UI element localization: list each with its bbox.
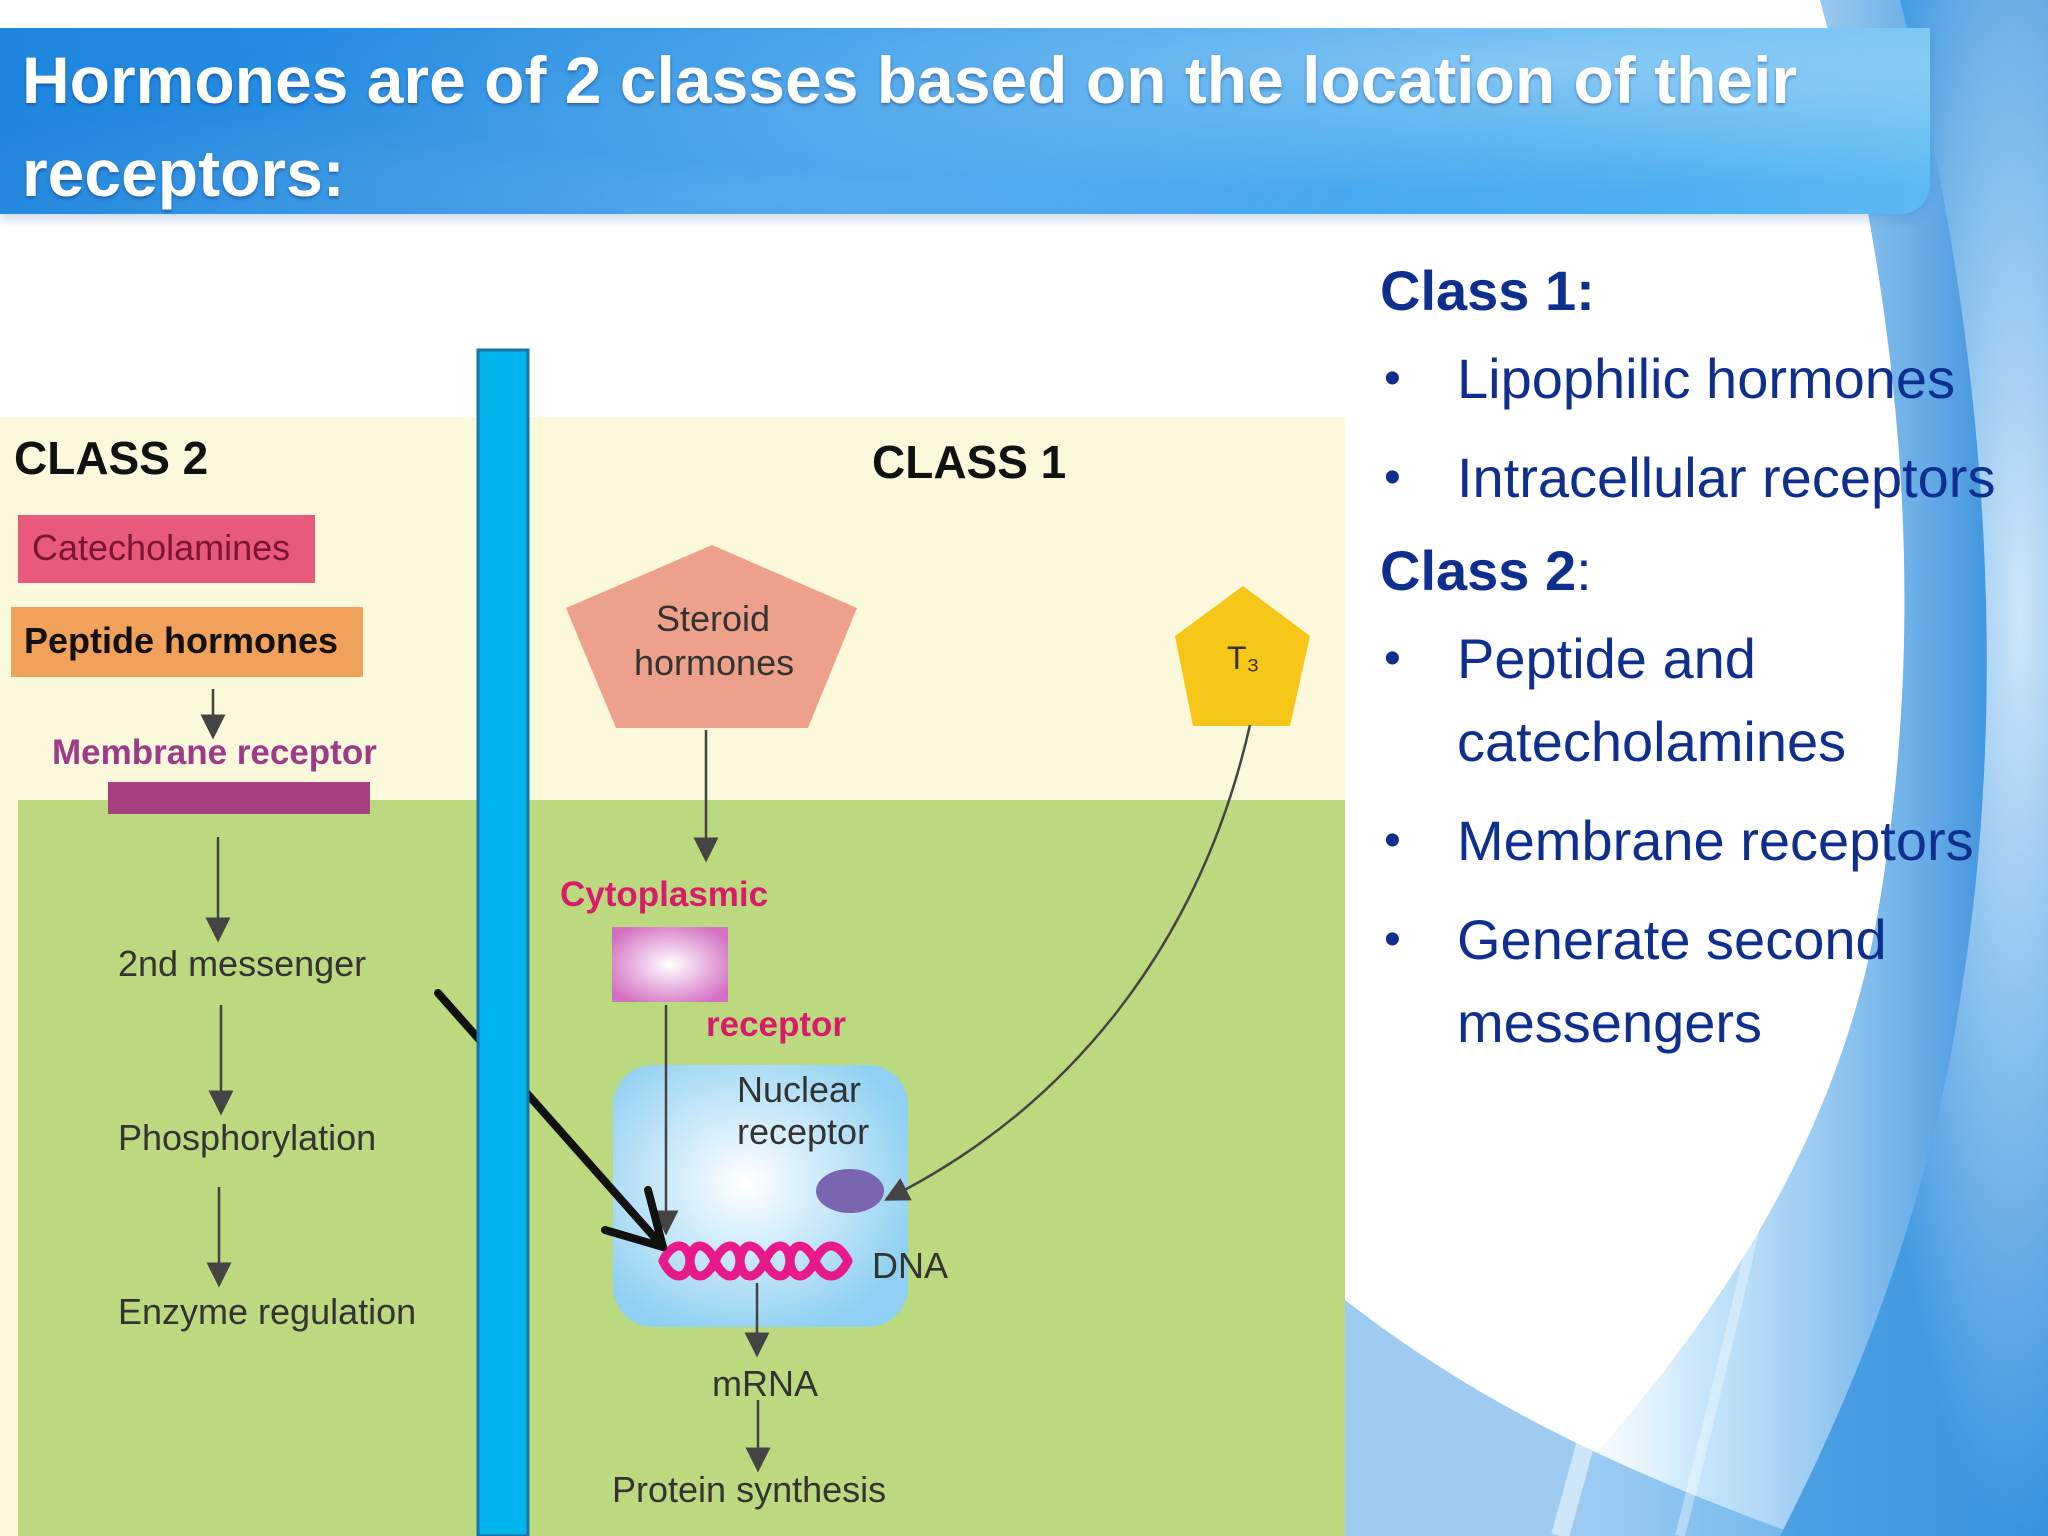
bullet: • xyxy=(1384,913,1401,966)
class2-heading: CLASS 2 xyxy=(14,432,209,484)
bullet: • xyxy=(1384,451,1401,504)
list-item: •Membrane receptors xyxy=(1380,799,2030,882)
membrane-receptor-label: Membrane receptor xyxy=(52,733,377,772)
cytoplasmic-label: Cytoplasmic xyxy=(560,875,769,914)
receptor-label: receptor xyxy=(706,1005,847,1044)
mrna-label: mRNA xyxy=(712,1363,818,1404)
list-item: •Lipophilic hormones xyxy=(1380,337,2030,420)
enzyme-regulation-label: Enzyme regulation xyxy=(118,1291,417,1332)
nuclear-label-line2: receptor xyxy=(737,1111,870,1152)
class-summary-panel: Class 1: •Lipophilic hormones •Intracell… xyxy=(1380,255,2030,1080)
title-banner xyxy=(0,28,1930,214)
steroid-hormones-pentagon xyxy=(566,545,857,728)
list-item: •Peptide and catecholamines xyxy=(1380,617,2030,783)
phosphorylation-label: Phosphorylation xyxy=(118,1117,377,1158)
membrane-receptor-bar xyxy=(108,782,370,814)
dna-label: DNA xyxy=(872,1245,949,1286)
class2-list: •Peptide and catecholamines •Membrane re… xyxy=(1380,617,2030,1064)
bullet: • xyxy=(1384,352,1401,405)
nuclear-receptor-oval xyxy=(816,1169,884,1213)
second-messenger-label: 2nd messenger xyxy=(118,943,367,984)
protein-synthesis-label: Protein synthesis xyxy=(612,1469,887,1510)
catecholamines-box xyxy=(18,515,315,583)
dna-helix xyxy=(658,1241,853,1281)
class2-title: Class 2: xyxy=(1380,539,1592,602)
list-item: •Intracellular receptors xyxy=(1380,436,2030,519)
arrow-t3-to-nuclear-receptor xyxy=(883,724,1252,1201)
peptide-hormones-box xyxy=(11,607,363,677)
class1-heading: CLASS 1 xyxy=(872,436,1067,488)
catecholamines-label: Catecholamines xyxy=(32,527,291,568)
highlight-arrow xyxy=(434,989,667,1251)
class1-list: •Lipophilic hormones •Intracellular rece… xyxy=(1380,337,2030,519)
peptide-hormones-label: Peptide hormones xyxy=(24,620,339,661)
nuclear-label-line1: Nuclear xyxy=(737,1069,862,1110)
t3-label: T₃ xyxy=(1227,640,1260,676)
bullet: • xyxy=(1384,632,1401,685)
page-title: Hormones are of 2 classes based on the l… xyxy=(22,43,1798,210)
steroid-label-line2: hormones xyxy=(634,642,795,683)
hormone-class-diagram: CLASS 2 CLASS 1 Catecholamines Peptide h… xyxy=(0,345,1345,1536)
t3-pentagon xyxy=(1175,586,1310,726)
membrane-divider xyxy=(476,348,530,1536)
list-item: •Generate second messengers xyxy=(1380,898,2030,1064)
diagram-graphics xyxy=(0,348,1345,1536)
steroid-label-line1: Steroid xyxy=(656,598,771,639)
cytoplasmic-receptor-square xyxy=(612,927,728,1002)
bullet: • xyxy=(1384,814,1401,867)
class1-title: Class 1: xyxy=(1380,259,1595,322)
